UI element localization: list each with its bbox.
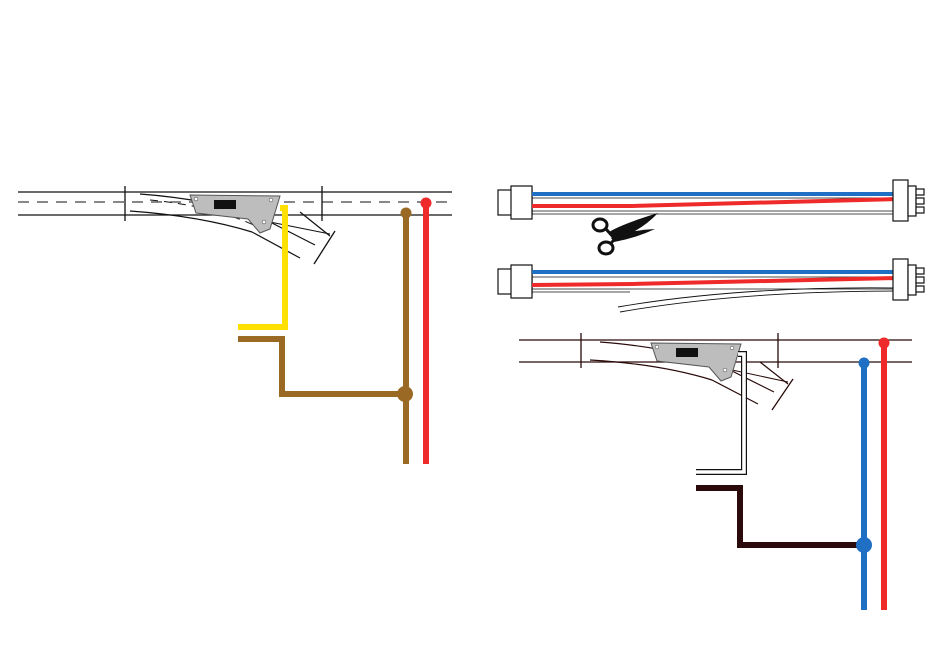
left-panel [18, 186, 452, 464]
wire-red [421, 198, 432, 465]
connector-socket-icon [893, 180, 924, 221]
wire-red [879, 338, 890, 611]
connector-plug-icon [498, 265, 532, 298]
connector-plug-icon [498, 186, 532, 219]
cable-top [498, 180, 924, 221]
right-bottom-panel [519, 333, 912, 610]
wire-dark [696, 488, 864, 545]
cable-cut [498, 259, 924, 312]
connector-socket-icon [893, 259, 924, 300]
wire-blue [856, 358, 872, 611]
scissors-icon [593, 213, 658, 254]
